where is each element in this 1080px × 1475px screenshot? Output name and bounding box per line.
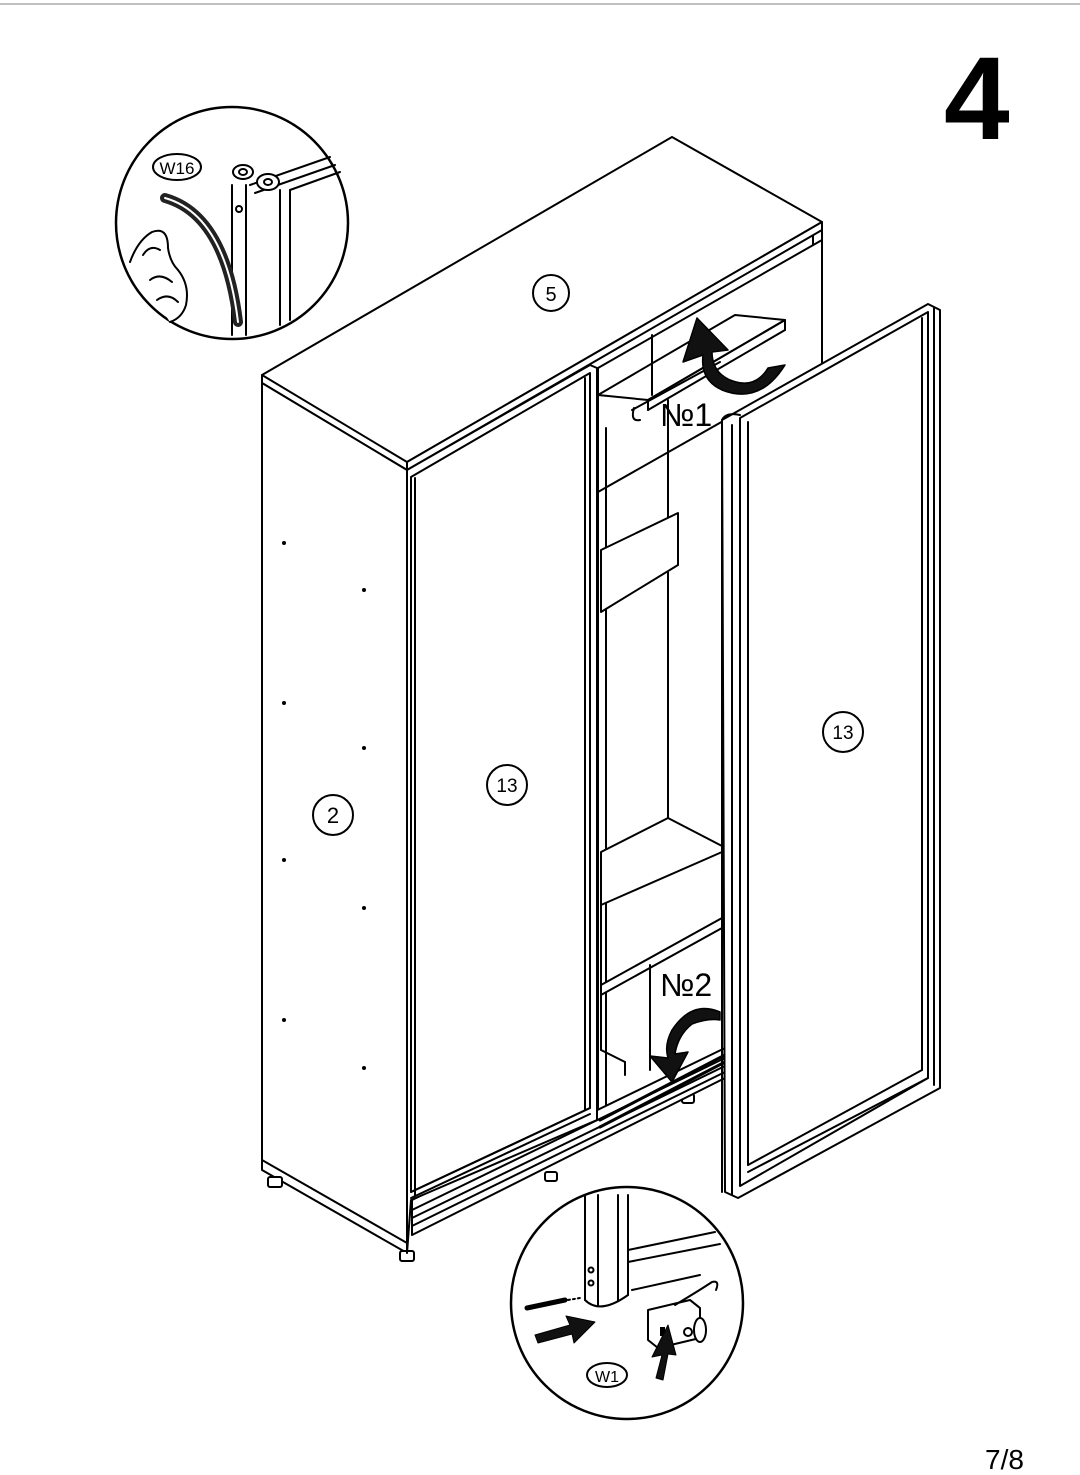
side-panel-holes — [282, 541, 366, 1070]
page-number: 7/8 — [985, 1444, 1024, 1475]
part-label-side: 2 — [312, 794, 354, 836]
left-door — [406, 364, 598, 1254]
arrow-2-icon — [649, 1007, 721, 1083]
detail-circle-bottom: W1 — [509, 1185, 745, 1421]
order-label-2: №2 — [660, 967, 712, 1003]
part-label-top: 5 — [532, 274, 570, 312]
label-detail-top: W16 — [160, 159, 195, 178]
up-arrow-icon — [651, 1324, 677, 1381]
label-left-door: 13 — [496, 776, 517, 797]
detail-circle-top: W16 — [114, 105, 350, 341]
order-label-1: №1 — [660, 397, 712, 433]
right-door — [721, 303, 941, 1199]
label-detail-bottom: W1 — [595, 1369, 619, 1386]
push-arrow-icon — [534, 1315, 596, 1344]
feet — [267, 1093, 695, 1262]
label-side-panel: 2 — [327, 803, 339, 828]
label-top-panel: 5 — [545, 284, 556, 306]
step-number: 4 — [944, 33, 1010, 165]
part-label-left-door: 13 — [486, 764, 528, 806]
label-right-door: 13 — [832, 723, 853, 744]
part-label-right-door: 13 — [822, 711, 864, 753]
arrow-1-icon — [682, 317, 786, 395]
